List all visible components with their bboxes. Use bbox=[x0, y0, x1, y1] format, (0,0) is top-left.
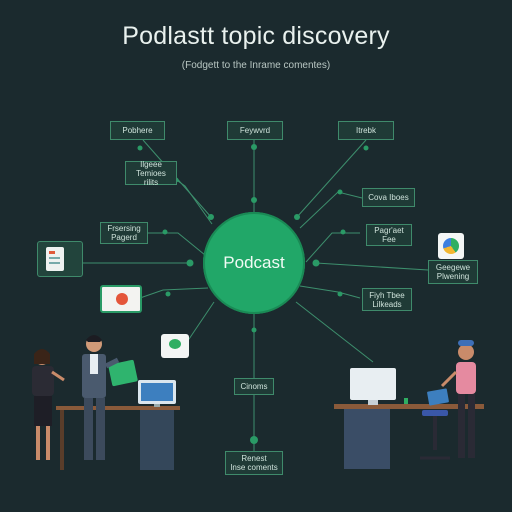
team-meeting-illustration bbox=[32, 335, 180, 470]
diagram-title: Podlastt topic discovery bbox=[122, 22, 390, 50]
podcast-hub: Podcast bbox=[203, 212, 305, 314]
chart-app-icon bbox=[438, 233, 464, 259]
topic-node: Pagr'aet Fee bbox=[366, 224, 412, 246]
topic-node: Cova Iboes bbox=[362, 188, 415, 207]
topic-node: Pobhere bbox=[110, 121, 165, 140]
topic-node: Cinoms bbox=[234, 378, 274, 395]
diagram-subtitle: (Fodgett to the Inrame comentes) bbox=[181, 60, 331, 71]
chat-app-icon bbox=[161, 334, 189, 358]
topic-node: Itrebk bbox=[338, 121, 394, 140]
app-window-icon bbox=[100, 285, 142, 313]
topic-node: Fiyh Tbee Lilkeads bbox=[362, 288, 412, 311]
topic-node: Renest Inse coments bbox=[225, 451, 283, 475]
workstation-illustration bbox=[334, 340, 484, 469]
topic-node: Geegewe Plwening bbox=[428, 260, 478, 284]
document-card-icon bbox=[37, 241, 83, 277]
topic-node: Ilgeee Temioes rilits bbox=[125, 160, 177, 187]
hub-label: Podcast bbox=[223, 253, 285, 272]
topic-node: Feywvrd bbox=[227, 121, 283, 140]
topic-node: Frsersing Pagerd bbox=[100, 222, 148, 244]
